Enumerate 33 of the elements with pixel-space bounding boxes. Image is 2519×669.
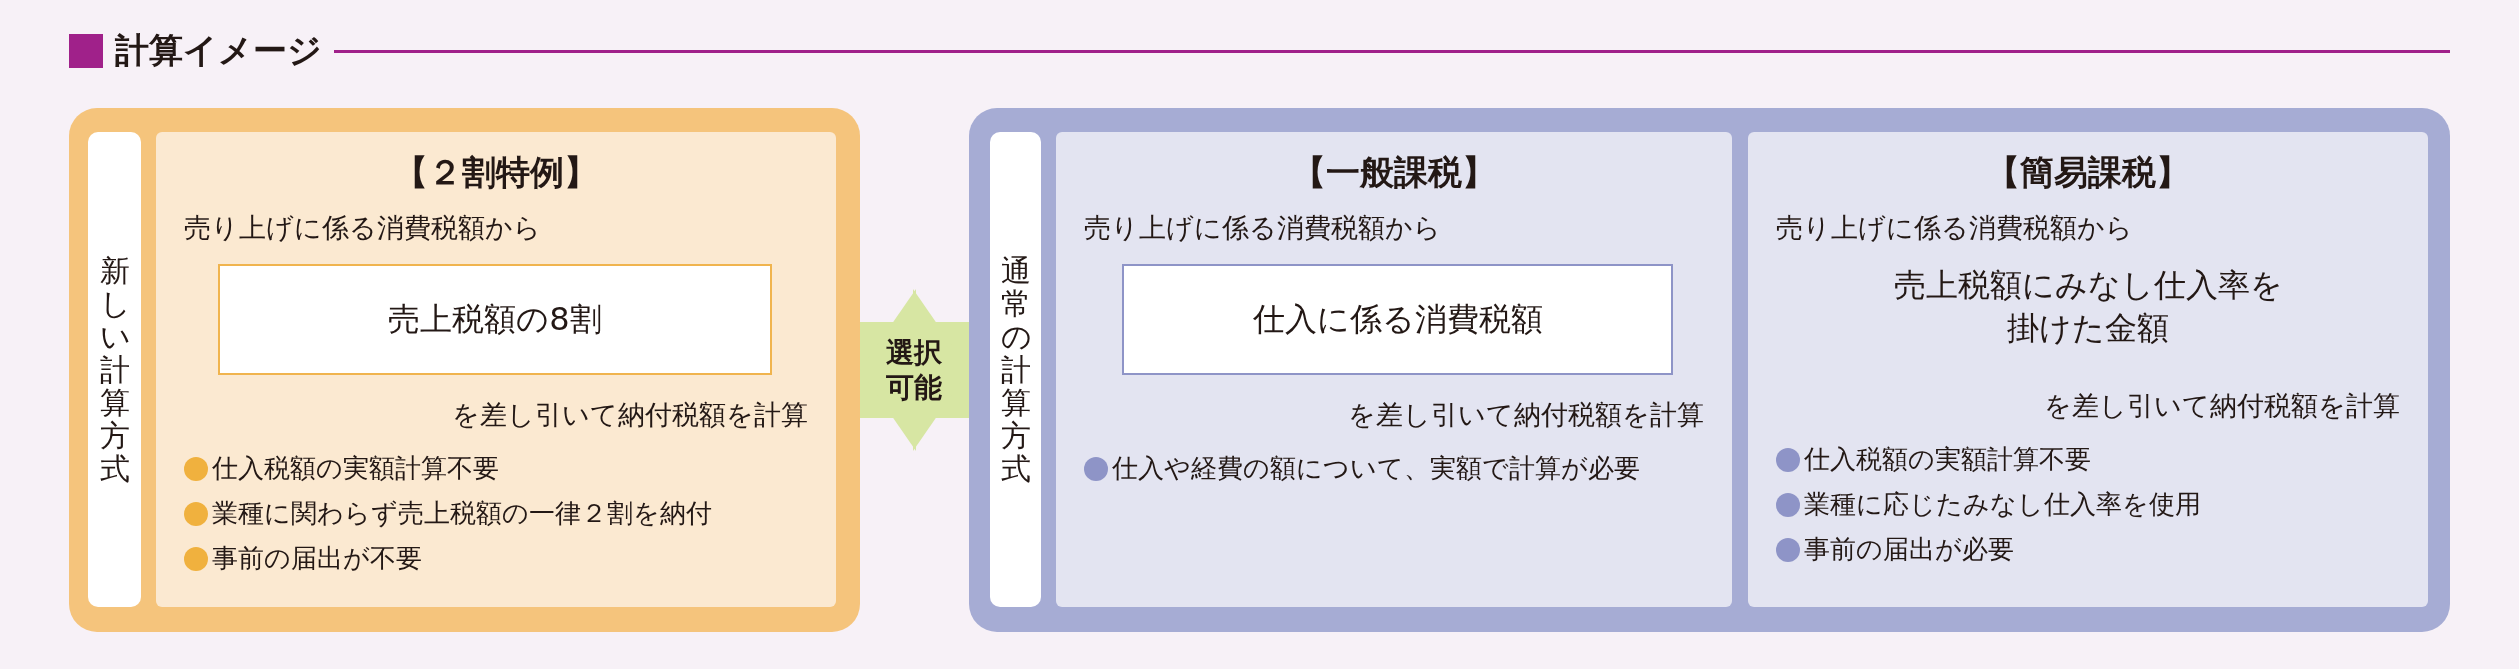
bullet-text: 仕入税額の実額計算不要 [1804,443,2091,477]
side-label-bar [990,132,1041,607]
card-heading: 【２割特例】 [393,151,599,194]
method-card [156,132,836,607]
box-text: 売上税額の8割 [388,298,602,340]
description-text: を差し引いて納付税額を計算 [1347,398,1704,432]
description-text: 売り上げに係る消費税額から [184,211,542,245]
group-panel [69,108,860,632]
description-text: を差し引いて納付税額を計算 [451,398,808,432]
bullet-text: 事前の届出が不要 [212,542,422,575]
description-text: 売り上げに係る消費税額から [1776,211,2134,245]
highlight-box [218,264,772,375]
vertical-label: 通常の計算方式 [1000,254,1031,485]
description-text: 売り上げに係る消費税額から [1084,211,1442,245]
edge-label: 選択可能 [885,335,944,405]
method-card [1056,132,1732,607]
description-text: を差し引いて納付税額を計算 [2043,389,2400,424]
bullet-text: 業種に関わらず売上税額の一律２割を納付 [212,497,712,530]
method-card [1748,132,2428,607]
double-arrow [860,289,969,451]
bullet-text: 事前の届出が必要 [1804,533,2014,567]
box-text: 仕入に係る消費税額 [1252,298,1543,340]
vertical-label: 新しい計算方式 [99,254,130,485]
side-label-bar [88,132,141,607]
bullet-text: 業種に応じたみなし仕入率を使用 [1804,488,2201,522]
bullet-text: 仕入税額の実額計算不要 [212,452,499,485]
card-heading: 【簡易課税】 [1985,151,2191,194]
title: 計算イメージ [115,29,322,72]
bullet-text: 仕入や経費の額について、実額で計算が必要 [1112,452,1640,485]
highlight-text: 売上税額にみなし仕入率を掛けた金額 [1892,265,2284,350]
group-panel [969,108,2450,632]
card-heading: 【一般課税】 [1291,151,1497,194]
highlight-box [1122,264,1673,375]
